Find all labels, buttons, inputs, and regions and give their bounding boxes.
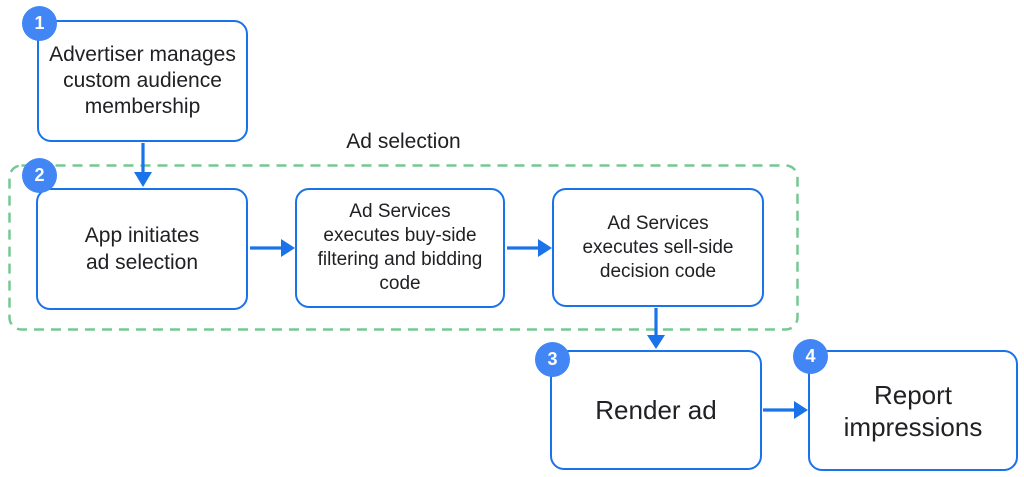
node-sell-side-code: Ad Services executes sell-side decision … bbox=[552, 188, 764, 307]
arrow-app-to-buyside bbox=[250, 239, 295, 257]
node-report-impressions: Report impressions bbox=[808, 350, 1018, 471]
node-sell-side-code-label: Ad Services executes sell-side decision … bbox=[582, 212, 734, 282]
node-report-impressions-label: Report impressions bbox=[843, 379, 983, 442]
arrow-render-to-report bbox=[763, 401, 808, 419]
ad-selection-group-label: Ad selection bbox=[346, 130, 461, 153]
node-advertiser-manages-label: Advertiser manages custom audience membe… bbox=[49, 43, 236, 118]
step-badge-4: 4 bbox=[793, 339, 828, 374]
node-buy-side-code: Ad Services executes buy-side filtering … bbox=[295, 188, 505, 308]
arrow-advertiser-to-app bbox=[134, 143, 152, 187]
step-badge-1: 1 bbox=[22, 6, 57, 41]
node-advertiser-manages: Advertiser manages custom audience membe… bbox=[37, 20, 248, 142]
node-app-initiates-label: App initiates ad selection bbox=[84, 224, 200, 274]
arrow-sellside-to-render bbox=[647, 308, 665, 349]
step-badge-3: 3 bbox=[535, 342, 570, 377]
node-render-ad-label: Render ad bbox=[595, 395, 717, 425]
step-badge-2: 2 bbox=[22, 158, 57, 193]
node-app-initiates: App initiates ad selection bbox=[36, 188, 248, 310]
ad-selection-group-border bbox=[8, 164, 799, 331]
node-render-ad: Render ad bbox=[550, 350, 762, 470]
node-buy-side-code-label: Ad Services executes buy-side filtering … bbox=[317, 201, 483, 294]
arrow-buyside-to-sellside bbox=[507, 239, 552, 257]
